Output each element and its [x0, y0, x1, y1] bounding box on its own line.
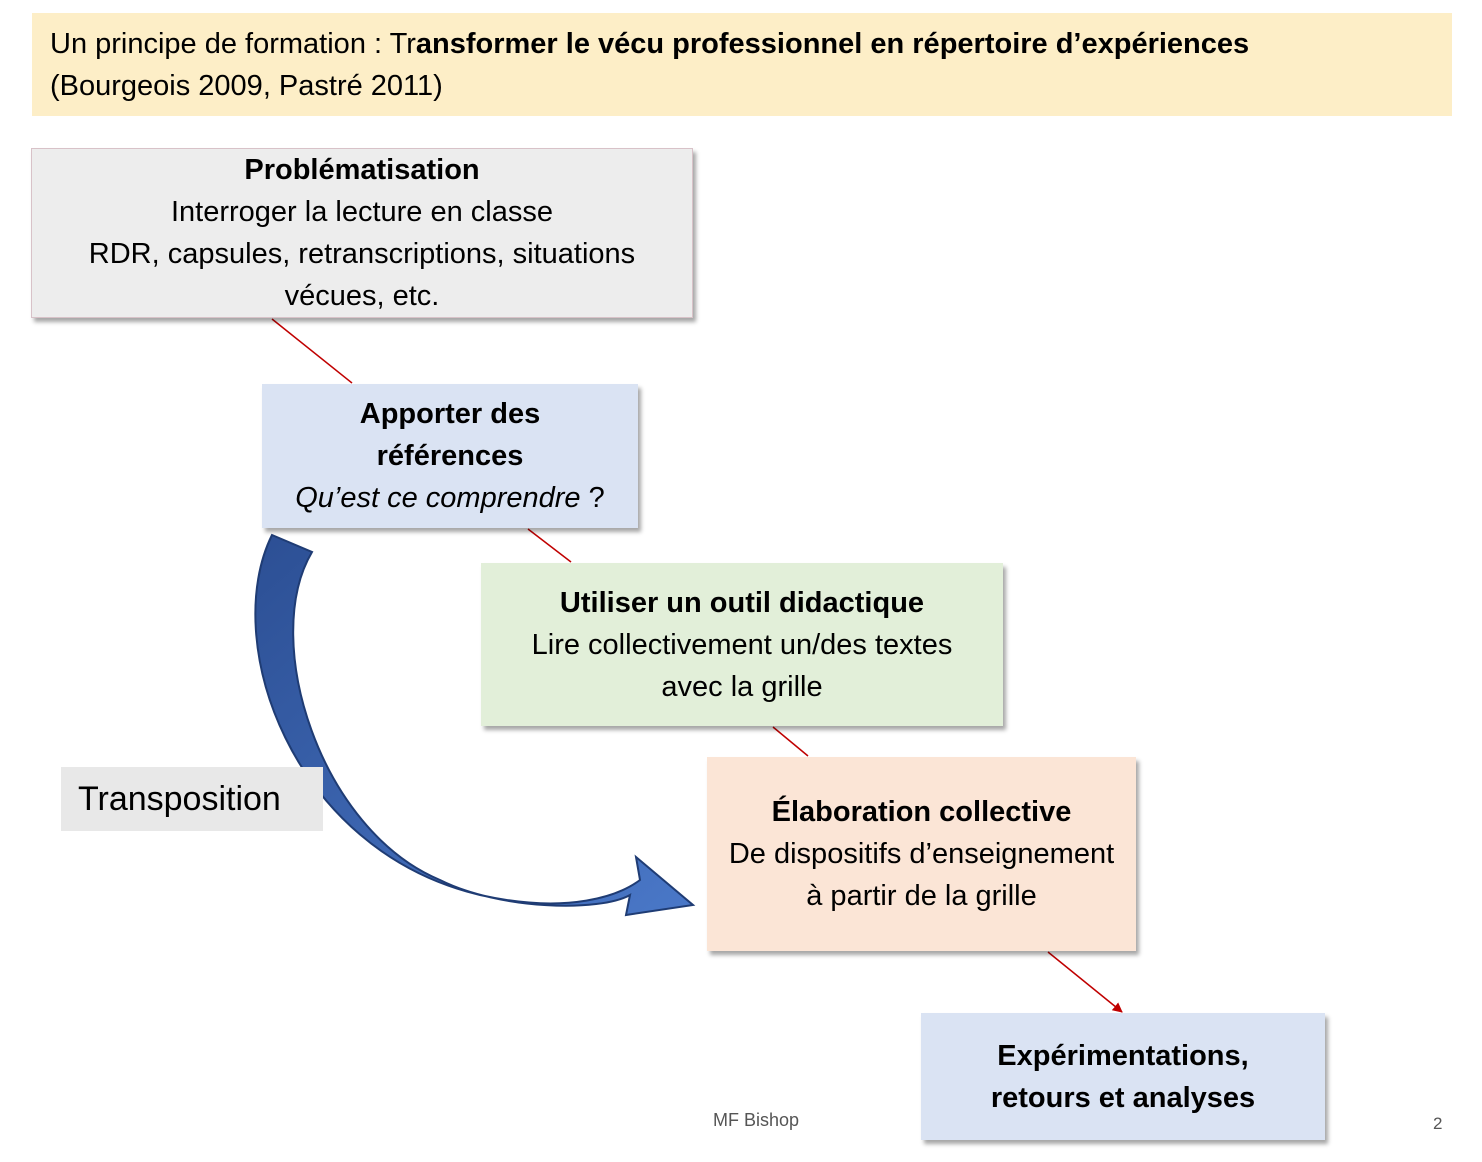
- box-text: Lire collectivement un/des textes avec l…: [531, 628, 953, 703]
- box-italic-text: Qu’est ce comprendre: [295, 482, 581, 514]
- banner-title-bold: ansformer le vécu professionnel en réper…: [415, 28, 1250, 60]
- box-text: Interroger la lecture en classe: [170, 196, 554, 228]
- box-text: Qu’est ce comprendre ?: [295, 477, 605, 519]
- connector-line: [772, 726, 809, 757]
- banner-citation: (Bourgeois 2009, Pastré 2011): [50, 70, 443, 102]
- page-number: 2: [1433, 1114, 1443, 1133]
- box-elaboration: Élaboration collective De dispositifs d’…: [707, 757, 1136, 951]
- box-title: Utiliser un outil didactique: [559, 586, 925, 619]
- footer-author: MF Bishop: [713, 1110, 800, 1130]
- box-text-suffix: ?: [580, 482, 605, 514]
- transposition-label: Transposition: [61, 767, 323, 831]
- connector-arrow: [1047, 951, 1123, 1013]
- box-problematisation: Problématisation Interroger la lecture e…: [31, 148, 693, 318]
- box-experimentations: Expérimentations, retours et analyses: [921, 1013, 1325, 1140]
- box-text: De dispositifs d’enseignement à partir d…: [728, 838, 1115, 912]
- box-references: Apporter des références Qu’est ce compre…: [262, 384, 638, 528]
- banner-prefix: Un principe de formation : Tr: [50, 28, 416, 60]
- box-title: Problématisation: [244, 154, 480, 186]
- box-title: Expérimentations, retours et analyses: [990, 1039, 1256, 1114]
- header-banner: Un principe de formation : Transformer l…: [32, 13, 1452, 116]
- box-title: Élaboration collective: [771, 796, 1072, 828]
- box-outil-didactique: Utiliser un outil didactique Lire collec…: [481, 563, 1003, 726]
- curved-arrow-icon: [254, 533, 696, 917]
- connector-line: [271, 318, 353, 384]
- connector-line: [527, 528, 572, 563]
- box-text: RDR, capsules, retranscriptions, situati…: [88, 238, 636, 312]
- box-title: Apporter des références: [359, 398, 541, 472]
